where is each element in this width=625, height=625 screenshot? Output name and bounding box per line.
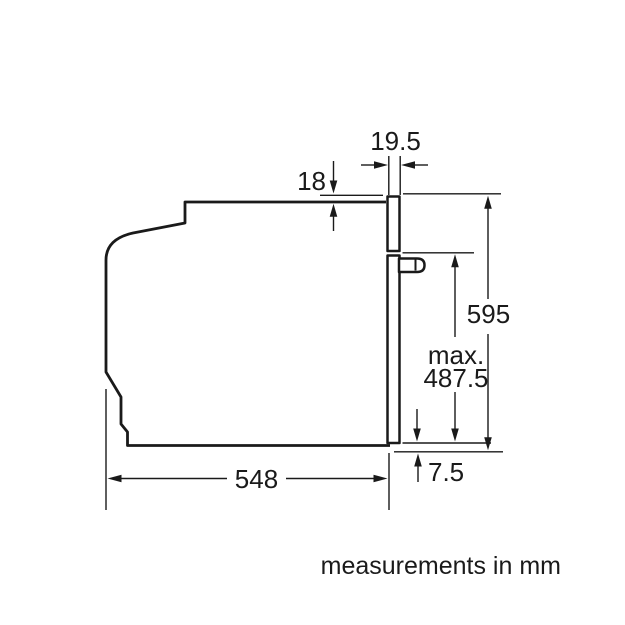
dim-frame-thickness: 19.5 bbox=[361, 126, 428, 195]
dim-top-offset: 18 bbox=[297, 161, 383, 231]
arrow-down-icon bbox=[451, 428, 459, 442]
dim-depth: 548 bbox=[105, 389, 390, 510]
control-panel-front bbox=[386, 195, 401, 253]
dim-bottom-offset: 7.5 bbox=[394, 409, 503, 487]
arrow-right-icon bbox=[374, 161, 388, 169]
arrow-left-icon bbox=[401, 161, 415, 169]
arrow-down-icon bbox=[329, 180, 338, 194]
dim-label-frame-thickness: 19.5 bbox=[370, 126, 421, 156]
oven-door-front bbox=[386, 254, 401, 445]
arrow-up-icon bbox=[329, 203, 338, 217]
dim-total-height: 595 bbox=[403, 193, 510, 451]
arrow-down-icon bbox=[484, 437, 492, 451]
oven-body-outline bbox=[104, 200, 390, 447]
arrow-down-icon bbox=[413, 428, 421, 442]
dim-label-max-prefix: max. bbox=[428, 340, 484, 370]
dim-label-depth: 548 bbox=[235, 464, 278, 494]
dim-label-total-height: 595 bbox=[467, 299, 510, 329]
dim-max-door-height: max. 487.5 bbox=[402, 252, 489, 442]
arrow-up-icon bbox=[451, 254, 459, 268]
units-note: measurements in mm bbox=[321, 552, 561, 580]
dim-label-top-offset: 18 bbox=[297, 166, 326, 196]
door-handle bbox=[397, 257, 426, 274]
arrow-left-icon bbox=[107, 474, 122, 483]
dim-label-max-value: 487.5 bbox=[423, 363, 488, 393]
dim-label-bottom-offset: 7.5 bbox=[428, 457, 464, 487]
arrow-up-icon bbox=[414, 453, 422, 467]
arrow-right-icon bbox=[373, 474, 388, 483]
arrow-up-icon bbox=[484, 195, 492, 209]
